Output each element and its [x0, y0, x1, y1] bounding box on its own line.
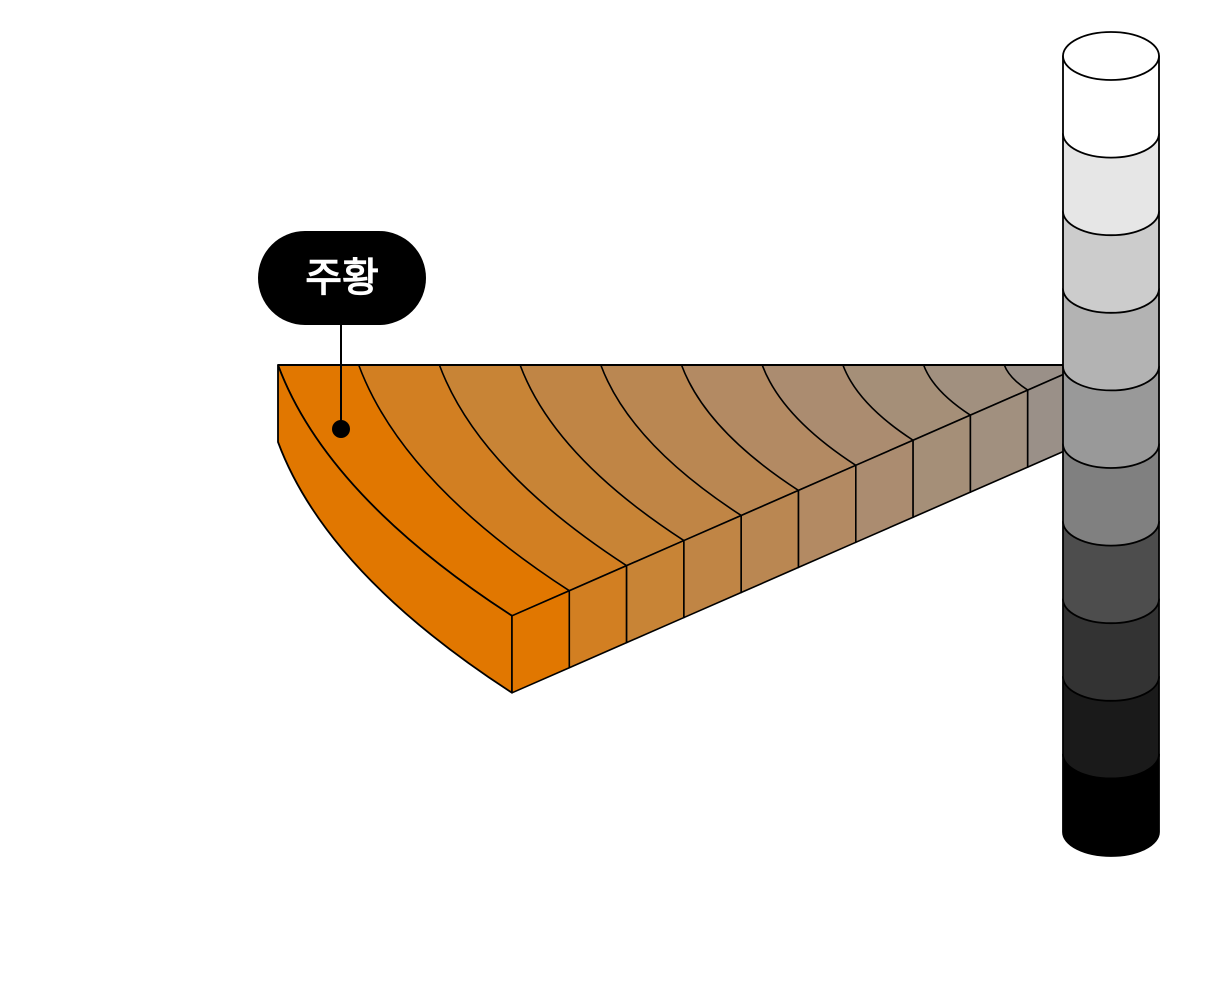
cylinder-segment-10 — [1062, 753, 1160, 857]
cylinder-segment-2 — [1062, 132, 1160, 237]
grayscale-lightness-cylinder — [1062, 31, 1160, 857]
callout-badge — [258, 231, 426, 325]
cylinder-top-cap — [1062, 31, 1160, 81]
cylinder-segment-1 — [1062, 55, 1160, 159]
cylinder-segment-3 — [1062, 210, 1160, 314]
cylinder-segment-6 — [1062, 443, 1160, 547]
cylinder-segment-9 — [1062, 675, 1160, 780]
cylinder-segment-8 — [1062, 598, 1160, 702]
callout-label: 주황 — [305, 255, 379, 301]
cylinder-segment-5 — [1062, 365, 1160, 469]
hue-callout: 주황 — [258, 231, 426, 438]
callout-anchor-dot — [332, 420, 350, 438]
cylinder-segment-7 — [1062, 520, 1160, 625]
cylinder-segment-4 — [1062, 287, 1160, 392]
hue-saturation-wedge — [277, 364, 1086, 694]
